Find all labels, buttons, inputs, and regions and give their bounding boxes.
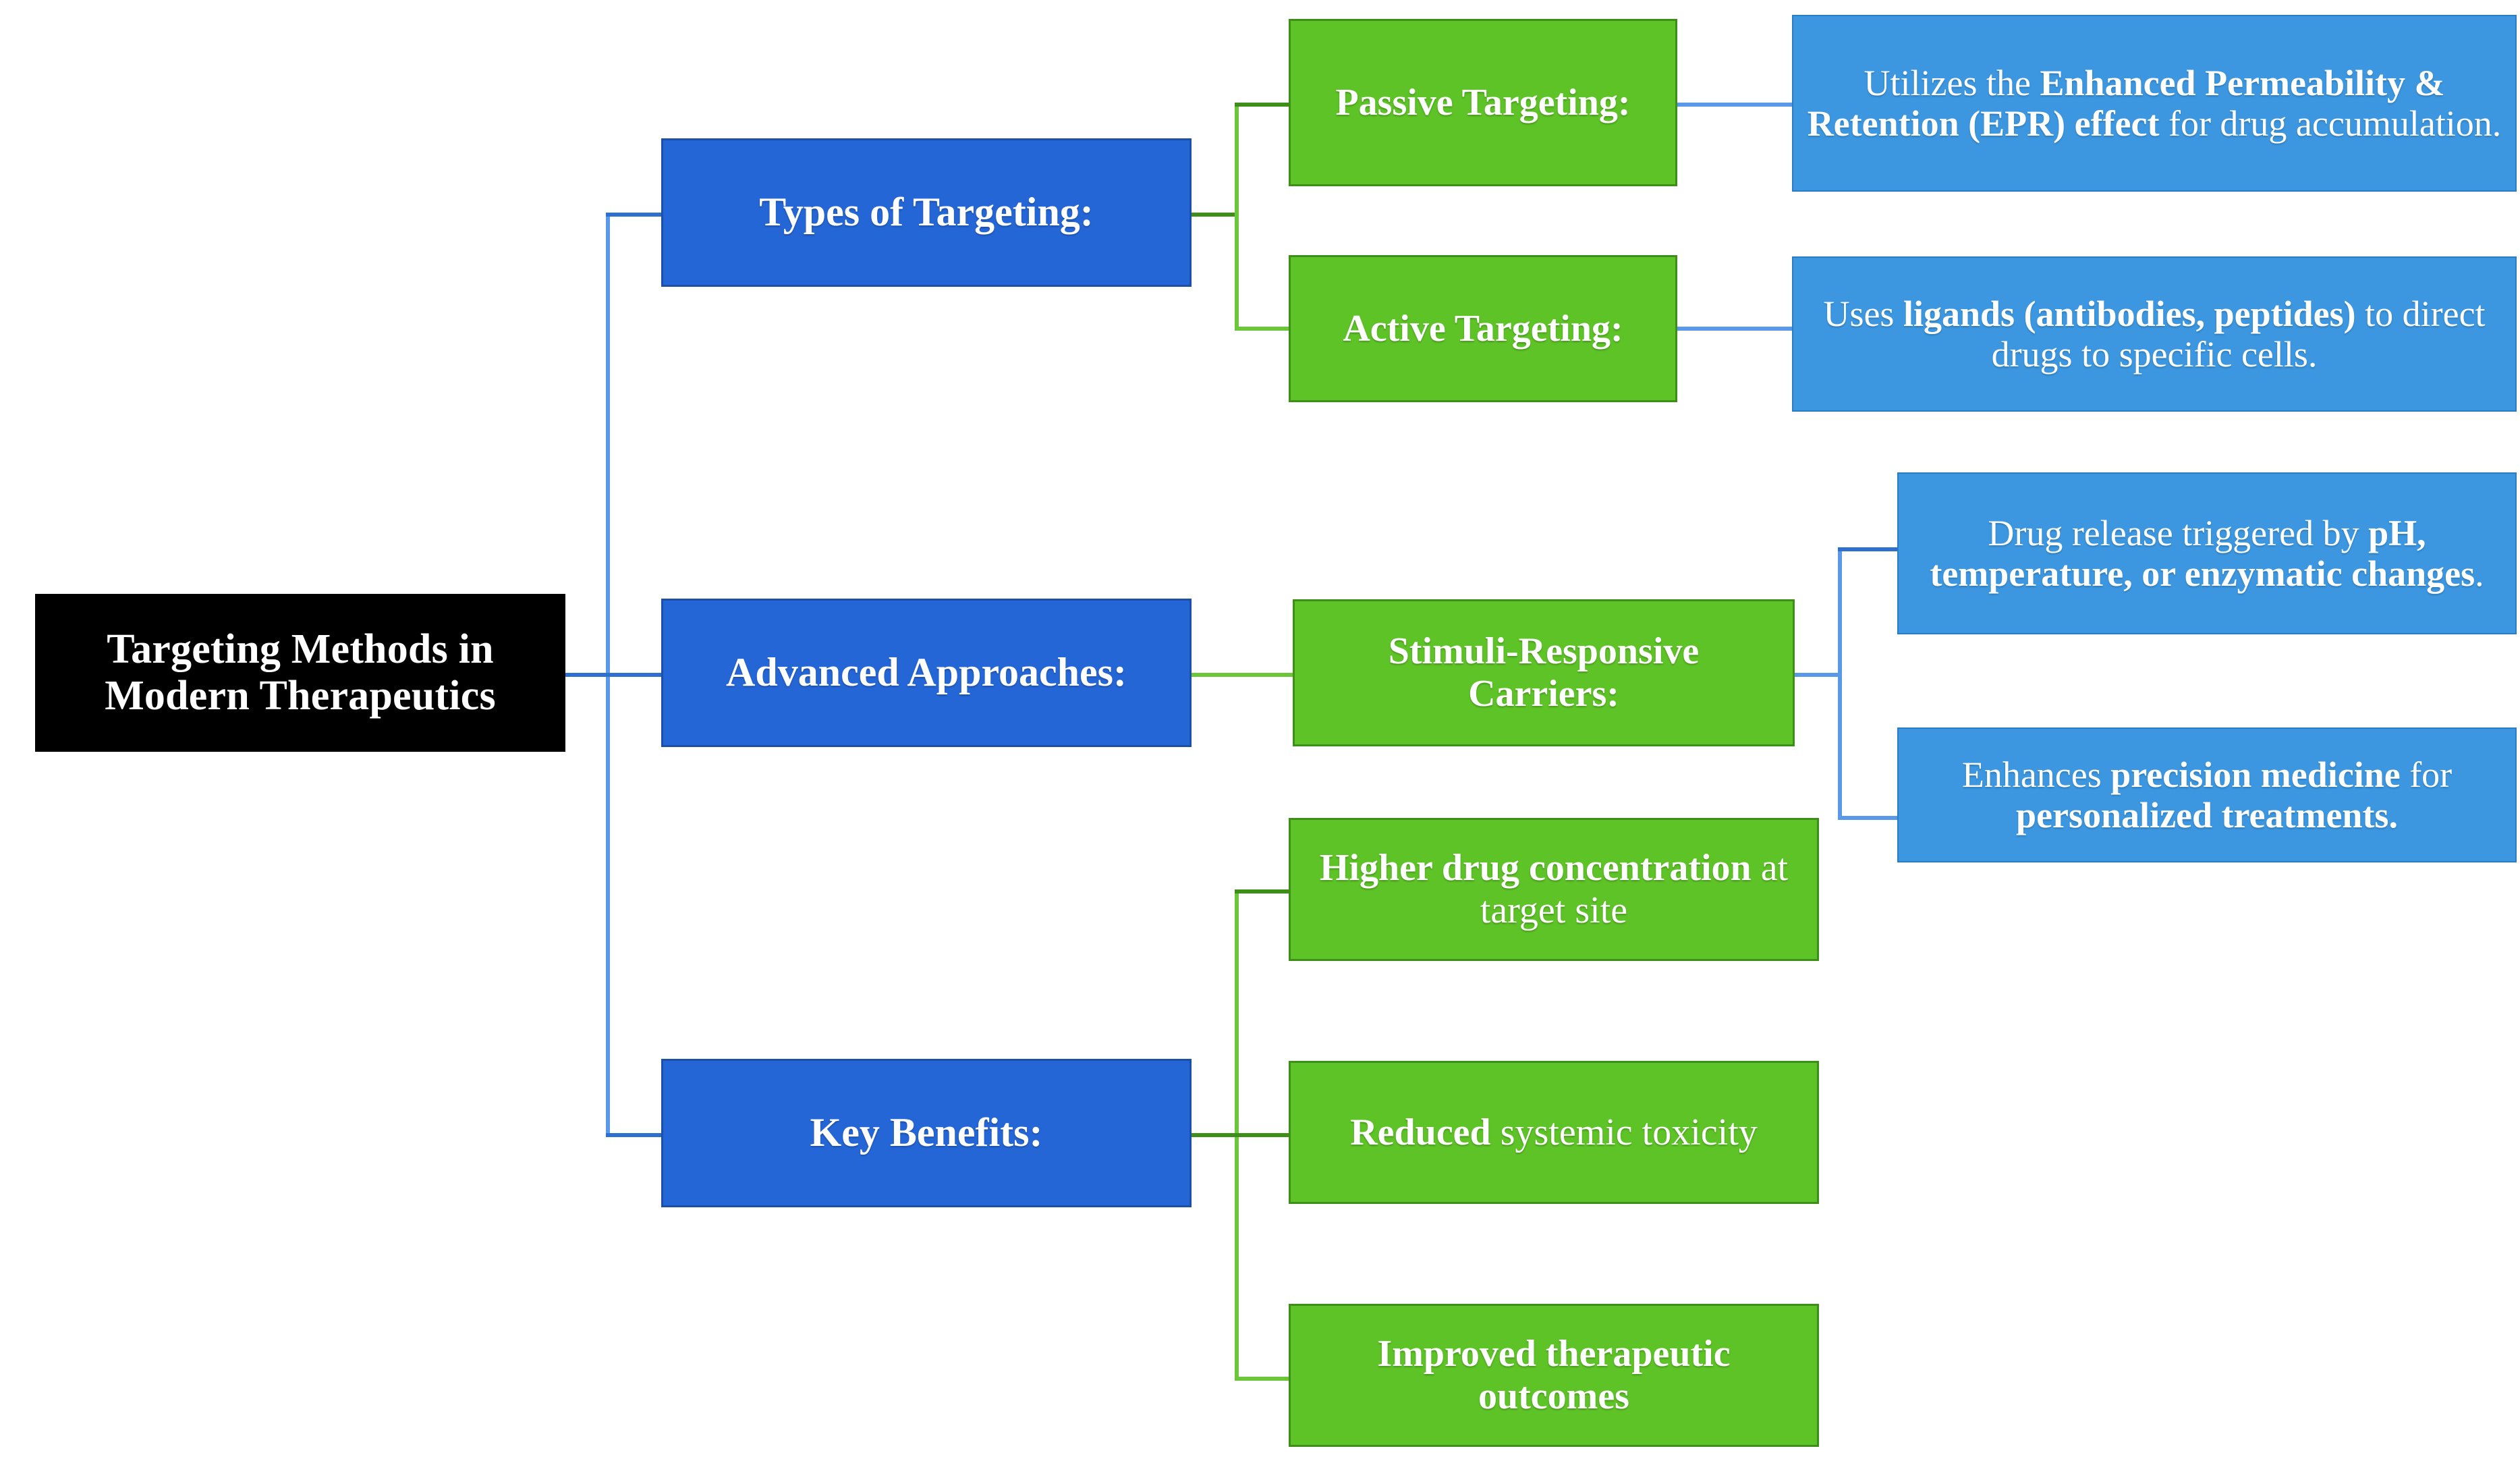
connector-to-active-targeting <box>1235 327 1289 331</box>
subnode-active-targeting[interactable]: Active Targeting: <box>1289 255 1677 402</box>
connector-to-precision-medicine <box>1838 816 1899 820</box>
subnode-passive-targeting[interactable]: Passive Targeting: <box>1289 19 1677 186</box>
connector-to-passive-targeting <box>1235 103 1289 107</box>
detail-epr-effect-text: Utilizes the Enhanced Permeability & Ret… <box>1807 62 2502 144</box>
connector-root-stub <box>565 673 609 677</box>
category-types-of-targeting-label: Types of Targeting: <box>759 190 1094 235</box>
category-key-benefits[interactable]: Key Benefits: <box>661 1059 1192 1207</box>
connector-stimuli-stub <box>1795 673 1842 677</box>
connector-advanced-to-stimuli <box>1192 673 1293 677</box>
connector-to-higher-drug-concentration <box>1235 889 1289 894</box>
connector-blue-trunk-stimuli <box>1838 547 1842 820</box>
subnode-higher-drug-concentration[interactable]: Higher drug concentration at target site <box>1289 818 1819 961</box>
connector-types-stub <box>1192 213 1239 217</box>
connector-to-advanced-approaches <box>606 673 661 677</box>
subnode-improved-therapeutic-outcomes-label: Improved therapeutic outcomes <box>1377 1333 1731 1417</box>
connector-to-key-benefits <box>606 1133 661 1137</box>
connector-passive-to-epr <box>1677 103 1792 107</box>
connector-to-improved-therapeutic-outcomes <box>1235 1377 1289 1381</box>
category-types-of-targeting[interactable]: Types of Targeting: <box>661 138 1192 287</box>
connector-green-trunk-types <box>1235 103 1239 331</box>
connector-to-reduced-systemic-toxicity <box>1235 1133 1289 1137</box>
subnode-reduced-systemic-toxicity-label: Reduced systemic toxicity <box>1350 1111 1758 1153</box>
detail-ligands-text: Uses ligands (antibodies, peptides) to d… <box>1823 293 2486 375</box>
connector-to-triggered-release <box>1838 547 1899 551</box>
category-advanced-approaches-label: Advanced Approaches: <box>726 650 1127 695</box>
detail-precision-medicine-text: Enhances precision medicine for personal… <box>1961 754 2453 835</box>
detail-triggered-release[interactable]: Drug release triggered by pH, temperatur… <box>1897 472 2517 634</box>
detail-ligands[interactable]: Uses ligands (antibodies, peptides) to d… <box>1792 256 2517 412</box>
category-advanced-approaches[interactable]: Advanced Approaches: <box>661 599 1192 747</box>
connector-to-types-of-targeting <box>606 213 661 217</box>
subnode-higher-drug-concentration-label: Higher drug concentration at target site <box>1319 847 1789 931</box>
connector-benefits-stub <box>1192 1133 1239 1137</box>
subnode-passive-targeting-label: Passive Targeting: <box>1335 81 1631 123</box>
subnode-improved-therapeutic-outcomes[interactable]: Improved therapeutic outcomes <box>1289 1304 1819 1447</box>
detail-precision-medicine[interactable]: Enhances precision medicine for personal… <box>1897 727 2517 862</box>
subnode-active-targeting-label: Active Targeting: <box>1343 307 1623 350</box>
subnode-reduced-systemic-toxicity[interactable]: Reduced systemic toxicity <box>1289 1061 1819 1204</box>
category-key-benefits-label: Key Benefits: <box>810 1110 1043 1155</box>
detail-triggered-release-text: Drug release triggered by pH, temperatur… <box>1930 512 2484 594</box>
detail-epr-effect[interactable]: Utilizes the Enhanced Permeability & Ret… <box>1792 15 2517 192</box>
connector-active-to-ligands <box>1677 327 1792 331</box>
